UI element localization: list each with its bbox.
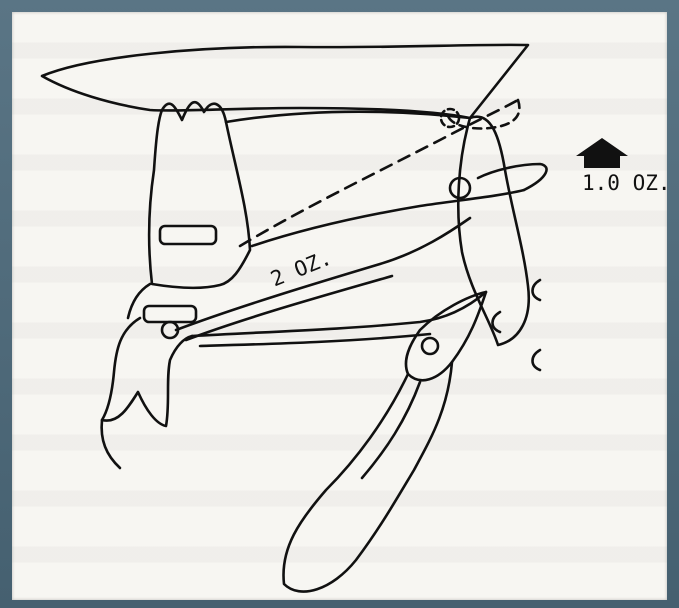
upper-molar-tube [160,226,216,244]
mandible-inner-line [362,382,420,478]
symphysis-outline [283,362,452,592]
occlusal-line [192,292,486,336]
upper-molar-outline [149,102,250,288]
maxilla-outline [42,45,528,118]
lower-molar-root [102,420,120,468]
upper-force-label: 1.0 OZ. [582,171,671,195]
dashed-line-upper [240,100,518,246]
hook-2 [493,312,501,332]
lower-symphysis-ring [422,338,438,354]
upper-incisor-outline [458,117,528,345]
upper-spring-loop [478,164,547,190]
lower-arch-line [200,334,430,346]
up-arrow-icon [576,138,628,168]
lower-molar-outline [102,318,192,426]
lower-force-label: 2 OZ. [267,246,335,292]
lower-molar-tube [144,306,196,322]
lower-spring-wire [176,218,470,330]
upper-spring-wire [252,190,524,246]
hook-1 [533,280,541,300]
hook-3 [533,350,541,370]
upper-molar-root [128,284,150,318]
